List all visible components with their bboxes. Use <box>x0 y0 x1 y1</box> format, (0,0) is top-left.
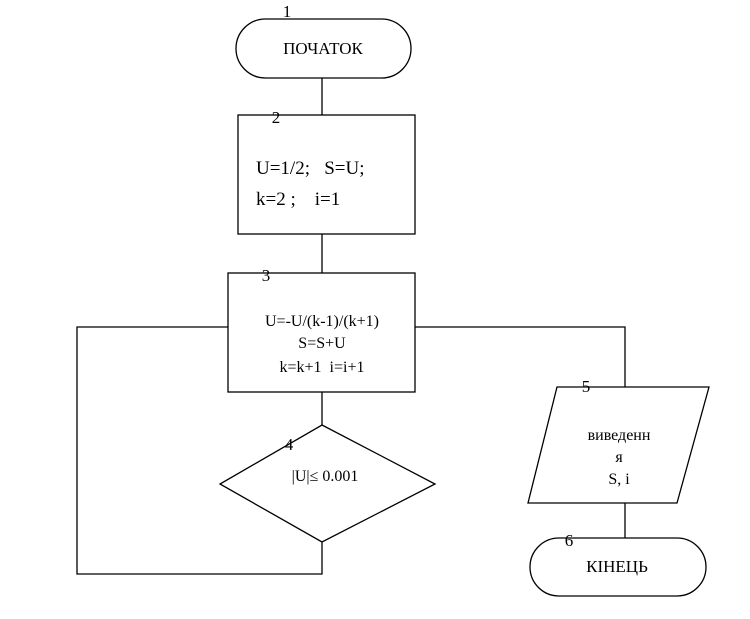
end-label: КІНЕЦЬ <box>586 557 648 576</box>
block-number-1: 1 <box>283 2 292 21</box>
condition-label: |U|≤ 0.001 <box>292 468 359 485</box>
init-process: 2 U=1/2; S=U; k=2 ; i=1 <box>237 108 416 235</box>
end-terminator: 6 КІНЕЦЬ <box>529 531 707 597</box>
compute-line-2: S=S+U <box>298 335 346 352</box>
connector-loop-back <box>76 326 323 575</box>
init-line-2: k=2 ; i=1 <box>256 189 340 210</box>
output-line-1: виведенн <box>588 427 651 444</box>
compute-process: 3 U=-U/(k-1)/(k+1) S=S+U k=k+1 i=i+1 <box>227 266 416 393</box>
compute-line-1: U=-U/(k-1)/(k+1) <box>265 313 379 330</box>
start-label: ПОЧАТОК <box>283 39 363 58</box>
start-terminator: 1 ПОЧАТОК <box>235 2 412 79</box>
block-number-3: 3 <box>262 266 271 285</box>
output-line-2: я <box>615 449 623 466</box>
compute-line-3: k=k+1 i=i+1 <box>280 359 365 376</box>
output-line-3: S, i <box>608 471 630 488</box>
block-number-6: 6 <box>565 531 574 550</box>
output-block: 5 виведенн я S, i <box>527 377 710 504</box>
connector-compute-output <box>415 326 626 387</box>
block-number-5: 5 <box>582 377 591 396</box>
condition-decision: 4 |U|≤ 0.001 <box>218 424 437 543</box>
block-number-4: 4 <box>285 435 294 454</box>
init-line-1: U=1/2; S=U; <box>256 158 365 179</box>
block-number-2: 2 <box>272 108 281 127</box>
